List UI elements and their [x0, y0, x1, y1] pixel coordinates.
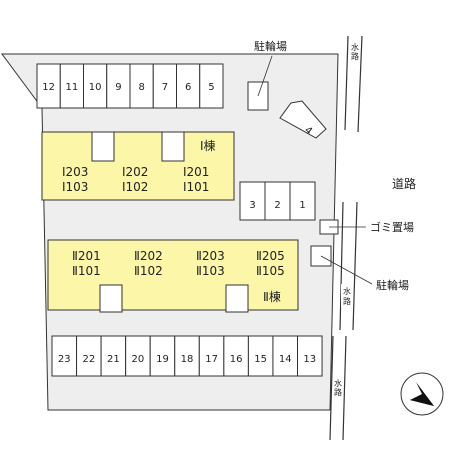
building-2-entrance-left	[99, 284, 123, 313]
waterway-mid-left-bank	[339, 201, 344, 331]
parking-top-row: 12 11 10 9 8 7 6 5	[36, 63, 224, 109]
waterway-bottom-label-char-2: 路	[334, 387, 342, 397]
building-2-name: Ⅱ棟	[263, 289, 281, 304]
bike-parking-right-leader	[320, 255, 373, 285]
parking-space-label-13: 13	[303, 354, 316, 365]
unit-I201: Ⅰ201	[183, 165, 209, 179]
parking-space-label-22: 22	[82, 354, 95, 365]
unit-II203: Ⅱ203	[196, 249, 225, 263]
svg-text:4: 4	[302, 125, 314, 138]
parking-space-label-6: 6	[185, 82, 191, 93]
parking-right-row: 3 2 1	[239, 181, 316, 221]
waterway-top-right-bank	[357, 35, 363, 133]
building-2: Ⅱ201 Ⅱ202 Ⅱ203 Ⅱ205 Ⅱ101 Ⅱ102 Ⅱ103 Ⅱ105 …	[47, 239, 299, 313]
waterway-mid-label-char-1: 水	[343, 286, 351, 296]
unit-II105: Ⅱ105	[256, 264, 285, 278]
parking-space-label-19: 19	[156, 354, 169, 365]
parking-space-label-11: 11	[66, 82, 79, 93]
parking-space-label-14: 14	[279, 354, 292, 365]
building-1-entrance-left	[91, 131, 115, 162]
building-2-entrance-right	[225, 284, 249, 313]
bike-parking-right-label: 駐輪場	[376, 278, 409, 292]
parking-space-2	[264, 181, 291, 221]
unit-I203: Ⅰ203	[62, 165, 88, 179]
parking-space-label-20: 20	[132, 354, 145, 365]
parking-space-17	[198, 335, 225, 377]
parking-space-20	[125, 335, 151, 377]
waterway-mid-label-char-2: 路	[343, 296, 351, 306]
parking-space-22	[76, 335, 102, 377]
unit-II101: Ⅱ101	[72, 264, 101, 278]
bike-parking-top-label: 駐輪場	[254, 39, 287, 53]
waterway-bottom-left-bank	[329, 335, 334, 441]
waterway-top-label-char-2: 路	[351, 51, 359, 61]
parking-space-label-21: 21	[107, 354, 120, 365]
parking-space-label-23: 23	[58, 354, 71, 365]
parking-space-23	[51, 335, 78, 377]
building-1: Ⅰ棟 Ⅰ203 Ⅰ202 Ⅰ201 Ⅰ103 Ⅰ102 Ⅰ101	[41, 131, 235, 201]
waterway-bottom-label: 水 路	[334, 378, 342, 397]
waterway-mid-right-bank	[352, 201, 358, 331]
north-arrow-icon	[400, 372, 444, 416]
unit-II103: Ⅱ103	[196, 264, 225, 278]
unit-I102: Ⅰ102	[122, 180, 148, 194]
unit-I202: Ⅰ202	[122, 165, 148, 179]
parking-space-label-15: 15	[254, 354, 267, 365]
parking-space-label-10: 10	[89, 82, 102, 93]
parking-space-label-18: 18	[181, 354, 194, 365]
building-1-name: Ⅰ棟	[200, 138, 216, 153]
parking-space-label-3: 3	[249, 200, 255, 211]
road-label: 道路	[392, 176, 416, 191]
parking-space-1	[289, 181, 316, 221]
waterway-bottom-label-char-1: 水	[334, 378, 342, 388]
parking-bottom-row: 23 22 21 20 19 18 17 16 15 14 13	[51, 335, 323, 377]
bike-parking-top-leader	[257, 55, 273, 97]
parking-space-label-1: 1	[299, 200, 305, 211]
waterway-top-left-bank	[344, 35, 349, 131]
parking-space-3	[239, 181, 266, 221]
waterway-top-label: 水 路	[351, 42, 359, 61]
unit-II202: Ⅱ202	[134, 249, 163, 263]
parking-space-label-9: 9	[115, 82, 121, 93]
waterway-bottom-right-bank	[342, 335, 347, 441]
unit-II102: Ⅱ102	[134, 264, 163, 278]
unit-II201: Ⅱ201	[72, 249, 101, 263]
parking-space-label-7: 7	[162, 82, 168, 93]
parking-space-16	[223, 335, 249, 377]
parking-space-4: 4	[279, 100, 327, 139]
parking-space-label-16: 16	[230, 354, 243, 365]
parking-space-5	[199, 63, 224, 109]
unit-II205: Ⅱ205	[256, 249, 285, 263]
parking-space-label-17: 17	[205, 354, 218, 365]
parking-space-label-8: 8	[138, 82, 144, 93]
unit-I103: Ⅰ103	[62, 180, 88, 194]
parking-space-label-5: 5	[208, 82, 214, 93]
parking-space-label-12: 12	[42, 82, 55, 93]
waterway-top-label-char-1: 水	[351, 42, 359, 52]
waterway-mid-label: 水 路	[341, 284, 353, 308]
building-1-entrance-right	[161, 131, 185, 162]
parking-space-13	[297, 335, 323, 377]
parking-space-19	[149, 335, 176, 377]
parking-space-14	[272, 335, 299, 377]
parking-space-label-2: 2	[274, 200, 280, 211]
unit-I101: Ⅰ101	[183, 180, 209, 194]
garbage-label: ゴミ置場	[370, 220, 414, 234]
